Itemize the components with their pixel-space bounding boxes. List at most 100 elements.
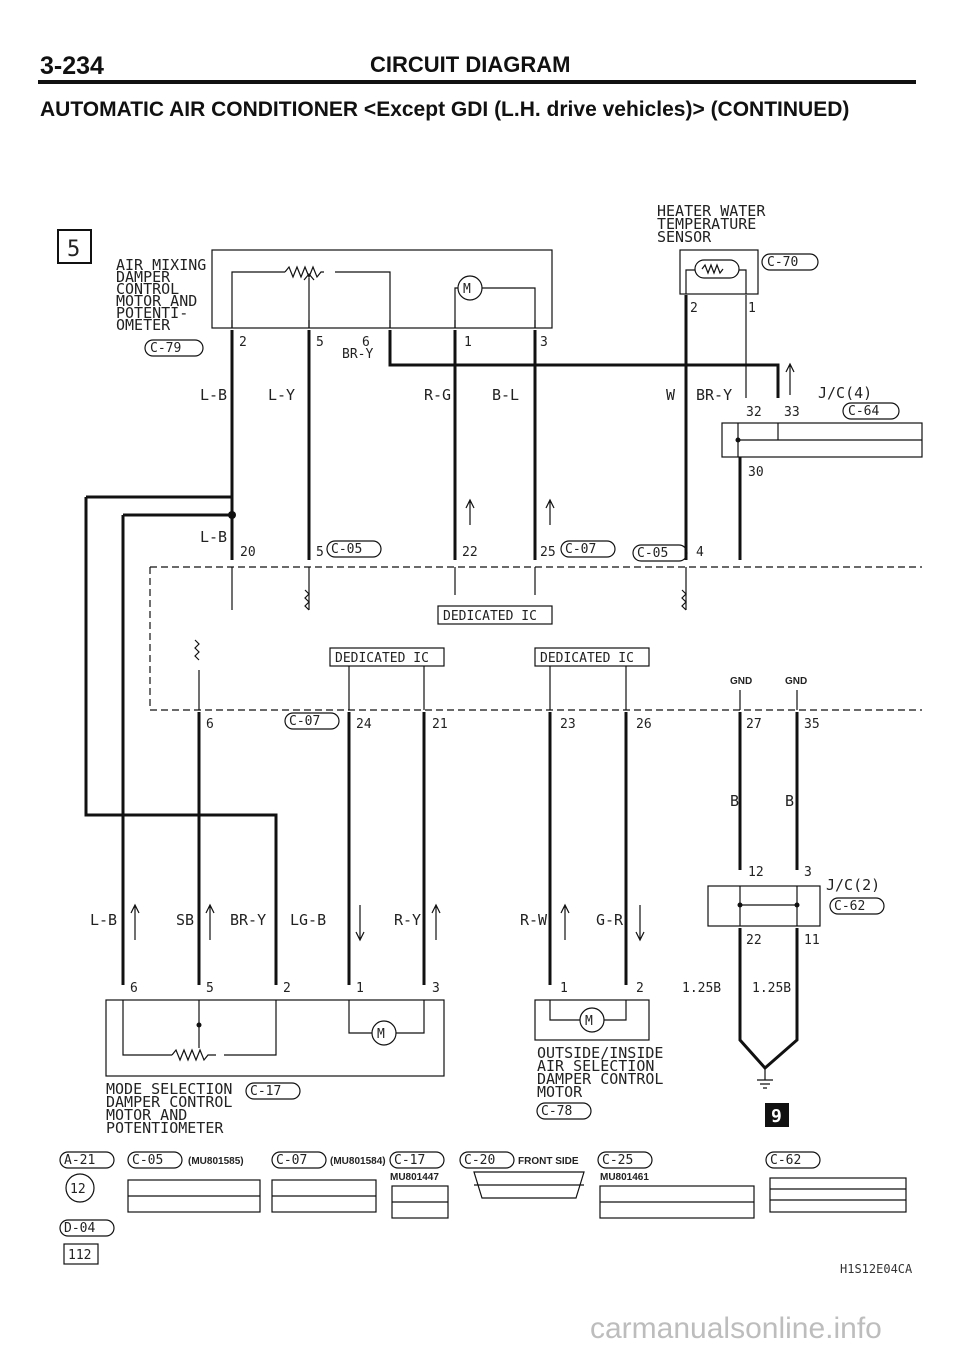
header-rule [38, 80, 916, 84]
connector-badge-c79 [144, 339, 204, 357]
svg-text:R-W: R-W [520, 911, 548, 929]
svg-text:(MU801584): (MU801584) [330, 1156, 386, 1167]
svg-text:BR-Y: BR-Y [696, 386, 732, 404]
svg-text:2: 2 [690, 301, 698, 316]
svg-text:1: 1 [748, 301, 756, 316]
svg-text:M: M [463, 282, 471, 297]
svg-text:TEMPERATURE: TEMPERATURE [657, 215, 756, 233]
svg-text:22: 22 [746, 933, 762, 948]
page-ref-label: 5 [67, 237, 80, 262]
connector-c78: C-78 [541, 1104, 572, 1119]
svg-text:FRONT SIDE: FRONT SIDE [518, 1156, 579, 1167]
svg-text:27: 27 [746, 717, 762, 732]
svg-text:5: 5 [316, 335, 324, 350]
connector-c64: C-64 [848, 404, 879, 419]
svg-text:B-L: B-L [492, 386, 519, 404]
svg-text:MU801447: MU801447 [390, 1172, 439, 1183]
watermark: carmanualsonline.info [590, 1312, 882, 1345]
svg-text:2: 2 [239, 335, 247, 350]
svg-text:MU801461: MU801461 [600, 1172, 649, 1183]
page-subtitle: AUTOMATIC AIR CONDITIONER <Except GDI (L… [40, 98, 850, 121]
svg-text:3: 3 [432, 981, 440, 996]
svg-text:35: 35 [804, 717, 820, 732]
svg-text:12: 12 [748, 865, 764, 880]
svg-text:25: 25 [540, 545, 556, 560]
svg-text:LG-B: LG-B [290, 911, 326, 929]
connector-c07-top: C-07 [565, 542, 596, 557]
svg-text:MODE SELECTION: MODE SELECTION [106, 1080, 232, 1098]
connector-c05-right: C-05 [637, 546, 668, 561]
page-number: 3-234 [40, 52, 104, 80]
svg-text:DEDICATED IC: DEDICATED IC [540, 651, 634, 666]
svg-text:DEDICATED IC: DEDICATED IC [335, 651, 429, 666]
svg-text:1: 1 [464, 335, 472, 350]
figure-code: H1S12E04CA [840, 1262, 913, 1276]
svg-text:B: B [730, 792, 739, 810]
joint-connector-2: 12 3 J/C(2) C-62 22 11 1.25B 1.25B [682, 865, 885, 1089]
outside-inside-air-motor: 1 2 M OUTSIDE/INSIDE AIR SELECTION DAMPE… [534, 981, 663, 1120]
svg-text:SB: SB [176, 911, 194, 929]
svg-text:J/C(4): J/C(4) [818, 384, 872, 402]
connector-c05-top: C-05 [331, 542, 362, 557]
middle-wires: L-B [84, 495, 555, 985]
svg-text:30: 30 [748, 465, 764, 480]
svg-text:OMETER: OMETER [116, 316, 171, 334]
mode-selection-motor: 6 5 2 1 3 M MODE SELECTION DAMPER CONTRO… [105, 981, 445, 1137]
svg-text:21: 21 [432, 717, 448, 732]
heater-water-temp-sensor: HEATER WATER TEMPERATURE SENSOR C-70 2 1 [657, 202, 819, 316]
svg-text:23: 23 [560, 717, 576, 732]
page-ref-bottom-label: 9 [771, 1106, 782, 1127]
svg-text:HEATER WATER: HEATER WATER [657, 202, 766, 220]
svg-text:112: 112 [68, 1248, 91, 1263]
legend-c05: C-05 [132, 1153, 163, 1168]
connector-c17-mode: C-17 [250, 1084, 281, 1099]
svg-text:J/C(2): J/C(2) [826, 876, 880, 894]
svg-text:6: 6 [206, 717, 214, 732]
svg-text:11: 11 [804, 933, 820, 948]
page-ref-box [57, 229, 92, 264]
svg-text:MOTOR AND: MOTOR AND [106, 1106, 187, 1124]
legend-d04: D-04 [64, 1221, 95, 1236]
svg-text:33: 33 [784, 405, 800, 420]
svg-text:3: 3 [804, 865, 812, 880]
svg-text:DEDICATED IC: DEDICATED IC [443, 609, 537, 624]
svg-text:6: 6 [362, 335, 370, 350]
svg-text:MOTOR: MOTOR [537, 1083, 583, 1101]
legend-c07: C-07 [276, 1153, 307, 1168]
svg-text:1: 1 [356, 981, 364, 996]
svg-text:DAMPER CONTROL: DAMPER CONTROL [106, 1093, 232, 1111]
top-wires: L-B L-Y BR-Y R-G B-L W BR-Y [200, 295, 795, 560]
svg-text:L-Y: L-Y [268, 386, 295, 404]
svg-text:24: 24 [356, 717, 372, 732]
svg-text:M: M [585, 1014, 593, 1029]
svg-text:MOTOR AND: MOTOR AND [116, 292, 197, 310]
svg-text:BR-Y: BR-Y [342, 347, 373, 362]
svg-text:5: 5 [316, 545, 324, 560]
svg-text:6: 6 [130, 981, 138, 996]
joint-connector-4: J/C(4) C-64 32 33 30 [721, 384, 923, 560]
svg-text:22: 22 [462, 545, 478, 560]
svg-text:G-R: G-R [596, 911, 624, 929]
ac-ecu: 20 5 C-05 22 25 C-07 C-05 4 DEDICATED IC… [149, 540, 922, 732]
svg-text:POTENTIOMETER: POTENTIOMETER [106, 1119, 224, 1137]
svg-text:W: W [666, 386, 676, 404]
svg-text:DAMPER CONTROL: DAMPER CONTROL [537, 1070, 663, 1088]
svg-text:DAMPER: DAMPER [116, 268, 171, 286]
svg-text:(MU801585): (MU801585) [188, 1156, 244, 1167]
svg-text:4: 4 [696, 545, 704, 560]
lower-wires: B B L-B SB BR-Y LG-B R-Y R-W G-R [90, 712, 799, 985]
connector-c70: C-70 [767, 255, 798, 270]
legend-a21: A-21 [64, 1153, 95, 1168]
svg-text:CONTROL: CONTROL [116, 280, 179, 298]
svg-text:OUTSIDE/INSIDE: OUTSIDE/INSIDE [537, 1044, 663, 1062]
svg-text:AIR MIXING: AIR MIXING [116, 256, 206, 274]
svg-text:3: 3 [540, 335, 548, 350]
svg-text:R-G: R-G [424, 386, 451, 404]
svg-text:AIR SELECTION: AIR SELECTION [537, 1057, 654, 1075]
legend-c62: C-62 [770, 1153, 801, 1168]
svg-text:R-Y: R-Y [394, 911, 421, 929]
svg-text:1: 1 [560, 981, 568, 996]
svg-text:1.25B: 1.25B [682, 981, 721, 996]
svg-text:L-B: L-B [200, 528, 227, 546]
